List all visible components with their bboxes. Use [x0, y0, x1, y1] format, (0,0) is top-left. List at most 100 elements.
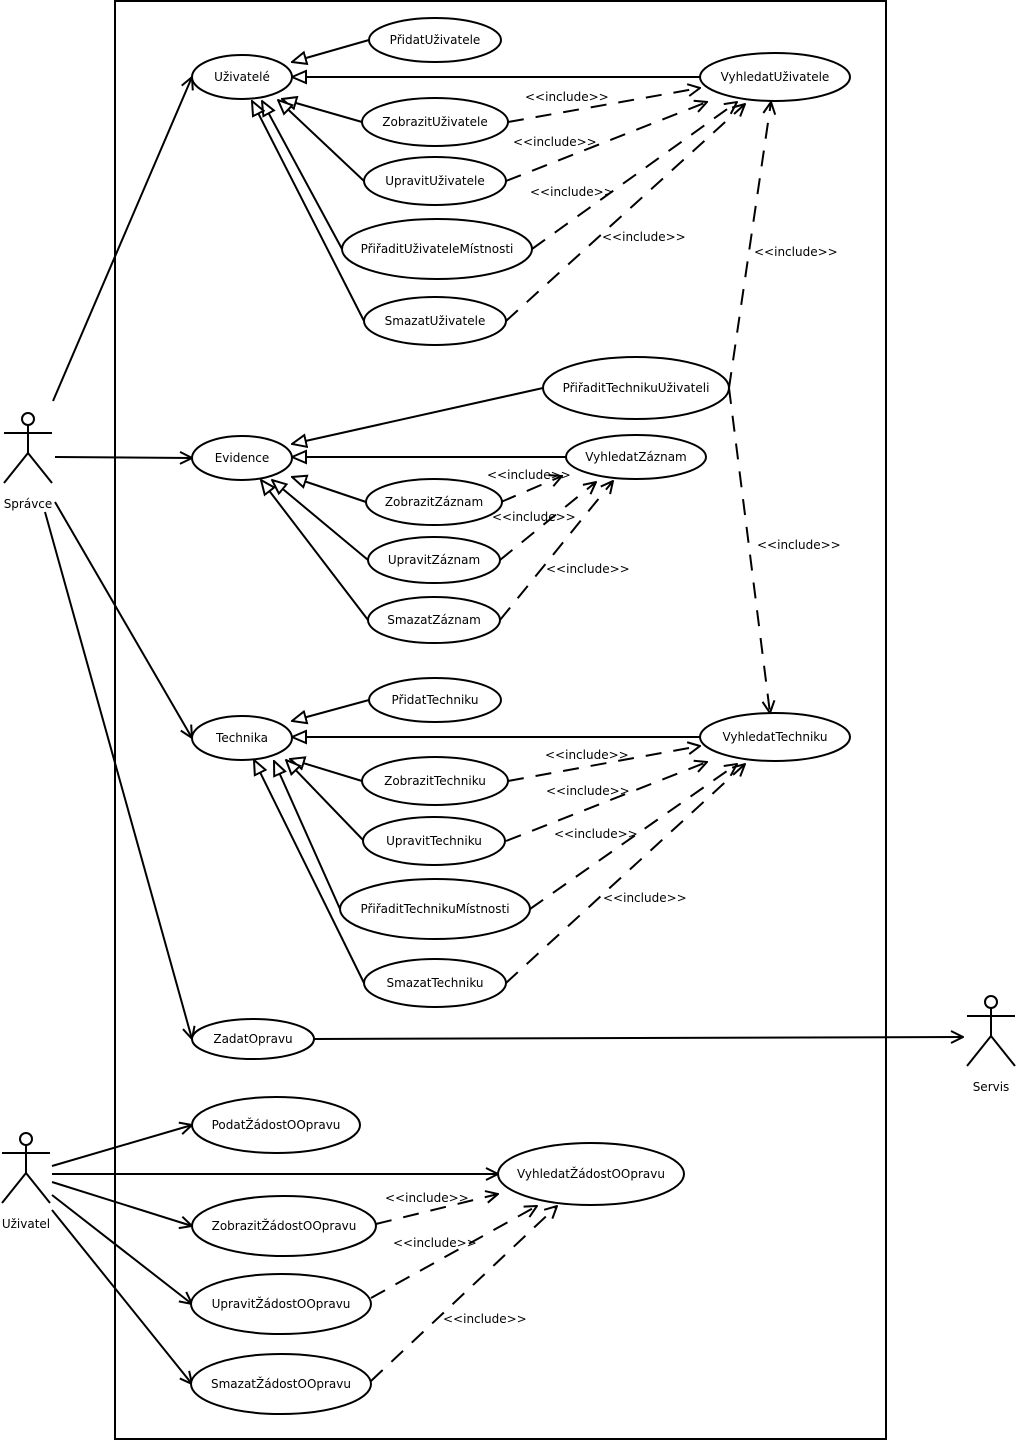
use-case-ellipse: [341, 218, 533, 280]
use-case-podat-zadost[interactable]: PodatŽádostOOpravu: [191, 1096, 361, 1154]
use-case-priradit-uzivatele-mistnosti[interactable]: PřiřaditUživateleMístnosti: [341, 218, 533, 280]
include-label: <<include>>: [513, 135, 597, 149]
include-label: <<include>>: [603, 891, 687, 905]
actor-spravce[interactable]: Správce: [3, 412, 53, 511]
generalization-priradit-techniku-mistnosti: [274, 761, 341, 910]
association-uzivatel-to-upravit-zadost: [51, 1194, 192, 1304]
association-uzivatel-to-smazat-zadost: [51, 1209, 192, 1384]
use-case-ellipse: [191, 435, 293, 481]
use-case-upravit-zaznam[interactable]: UpravitZáznam: [367, 536, 501, 584]
include-zobrazit-techniku-to-vyhledat-techniku: [507, 746, 700, 782]
use-case-zobrazit-techniku[interactable]: ZobrazitTechniku: [361, 756, 509, 806]
use-case-label: UpravitŽádostOOpravu: [212, 1296, 351, 1311]
use-case-vyhledat-zadost[interactable]: VyhledatŽádostOOpravu: [497, 1142, 685, 1206]
use-case-label: UpravitZáznam: [388, 553, 480, 567]
use-case-technika[interactable]: Technika: [191, 715, 293, 761]
use-case-label: VyhledatŽádostOOpravu: [517, 1166, 665, 1181]
association-zadat-opravu-to-servis: [313, 1037, 963, 1039]
include-upravit-zaznam-to-vyhledat-zaznam: [499, 482, 596, 561]
use-case-ellipse: [368, 677, 502, 723]
include-label: <<include>>: [492, 510, 576, 524]
actor-label: Správce: [4, 497, 53, 511]
include-smazat-zadost-to-vyhledat-zadost: [370, 1206, 557, 1382]
actor-servis[interactable]: Servis: [966, 995, 1016, 1094]
use-case-label: Evidence: [215, 451, 270, 465]
include-priradit-uzivatele-mistnosti-to-vyhledat-uzivatele: [531, 102, 737, 250]
use-case-smazat-zaznam[interactable]: SmazatZáznam: [367, 596, 501, 644]
use-case-ellipse: [363, 958, 507, 1008]
use-case-label: VyhledatTechniku: [723, 730, 828, 744]
use-case-label: UpravitTechniku: [386, 834, 482, 848]
use-case-ellipse: [191, 54, 293, 100]
use-case-label: UpravitUživatele: [385, 174, 485, 188]
include-upravit-techniku-to-vyhledat-techniku: [505, 762, 707, 842]
use-case-ellipse: [339, 878, 531, 940]
use-case-ellipse: [361, 97, 509, 147]
use-case-smazat-techniku[interactable]: SmazatTechniku: [363, 958, 507, 1008]
use-case-label: VyhledatZáznam: [585, 450, 687, 464]
use-case-evidence[interactable]: Evidence: [191, 435, 293, 481]
use-case-label: PřidatTechniku: [392, 693, 479, 707]
use-case-priradit-techniku-mistnosti[interactable]: PřiřaditTechnikuMístnosti: [339, 878, 531, 940]
use-case-ellipse: [367, 596, 501, 644]
use-case-upravit-techniku[interactable]: UpravitTechniku: [362, 816, 506, 866]
include-label: <<include>>: [487, 468, 571, 482]
use-case-ellipse: [367, 536, 501, 584]
use-case-ellipse: [497, 1142, 685, 1206]
use-case-uzivatele[interactable]: Uživatelé: [191, 54, 293, 100]
use-case-ellipse: [365, 478, 503, 526]
use-case-label: ZobrazitUživatele: [382, 115, 487, 129]
use-case-label: Uživatelé: [214, 70, 270, 84]
use-case-smazat-zadost[interactable]: SmazatŽádostOOpravu: [190, 1353, 372, 1415]
use-case-upravit-uzivatele[interactable]: UpravitUživatele: [363, 156, 507, 206]
use-case-smazat-uzivatele[interactable]: SmazatUživatele: [363, 296, 507, 346]
use-case-label: Technika: [215, 731, 268, 745]
use-case-pridat-uzivatele[interactable]: PřidatUživatele: [368, 17, 502, 63]
include-label: <<include>>: [602, 230, 686, 244]
generalization-zobrazit-zaznam: [292, 477, 367, 503]
association-spravce-to-evidence: [54, 457, 192, 458]
generalization-upravit-uzivatele: [278, 100, 365, 182]
generalization-smazat-zaznam: [261, 480, 369, 621]
use-case-vyhledat-techniku[interactable]: VyhledatTechniku: [699, 712, 851, 762]
use-case-vyhledat-zaznam[interactable]: VyhledatZáznam: [565, 434, 707, 480]
use-case-label: PřiřaditTechnikuMístnosti: [360, 902, 509, 916]
use-case-label: ZobrazitŽádostOOpravu: [212, 1218, 357, 1233]
stick-figure-icon: [3, 412, 53, 484]
actor-uzivatel[interactable]: Uživatel: [1, 1132, 51, 1231]
use-case-zobrazit-zaznam[interactable]: ZobrazitZáznam: [365, 478, 503, 526]
use-case-ellipse: [542, 356, 730, 420]
generalization-upravit-zaznam: [272, 480, 369, 561]
use-case-vyhledat-uzivatele[interactable]: VyhledatUživatele: [699, 52, 851, 102]
use-case-upravit-zadost[interactable]: UpravitŽádostOOpravu: [190, 1273, 372, 1335]
generalization-priradit-techniku-uzivateli: [292, 387, 544, 444]
include-smazat-zaznam-to-vyhledat-zaznam: [499, 481, 613, 621]
use-case-zadat-opravu[interactable]: ZadatOpravu: [191, 1018, 315, 1060]
include-label: <<include>>: [757, 538, 841, 552]
use-case-label: PodatŽádostOOpravu: [212, 1117, 341, 1132]
generalization-smazat-uzivatele: [252, 101, 365, 322]
use-case-zobrazit-zadost[interactable]: ZobrazitŽádostOOpravu: [191, 1195, 377, 1257]
include-label: <<include>>: [754, 245, 838, 259]
generalization-smazat-techniku: [254, 760, 365, 984]
use-case-zobrazit-uzivatele[interactable]: ZobrazitUživatele: [361, 97, 509, 147]
include-label: <<include>>: [525, 90, 609, 104]
use-case-pridat-techniku[interactable]: PřidatTechniku: [368, 677, 502, 723]
use-case-priradit-techniku-uzivateli[interactable]: PřiřaditTechnikuUživateli: [542, 356, 730, 420]
include-zobrazit-zadost-to-vyhledat-zadost: [375, 1194, 498, 1225]
use-case-label: VyhledatUživatele: [721, 70, 830, 84]
use-case-label: SmazatUživatele: [385, 314, 486, 328]
include-zobrazit-zaznam-to-vyhledat-zaznam: [500, 476, 562, 503]
include-label: <<include>>: [546, 562, 630, 576]
stick-figure-icon: [1, 1132, 51, 1204]
generalization-pridat-techniku: [292, 699, 370, 721]
include-priradit-techniku-uzivateli-to-vyhledat-uzivatele: [728, 102, 771, 389]
use-case-label: ZobrazitZáznam: [385, 495, 483, 509]
system-boundary: [114, 0, 887, 1440]
use-case-ellipse: [361, 756, 509, 806]
generalization-zobrazit-techniku: [290, 759, 363, 782]
include-label: <<include>>: [545, 748, 629, 762]
association-uzivatel-to-zobrazit-zadost: [51, 1181, 192, 1226]
include-label: <<include>>: [393, 1236, 477, 1250]
